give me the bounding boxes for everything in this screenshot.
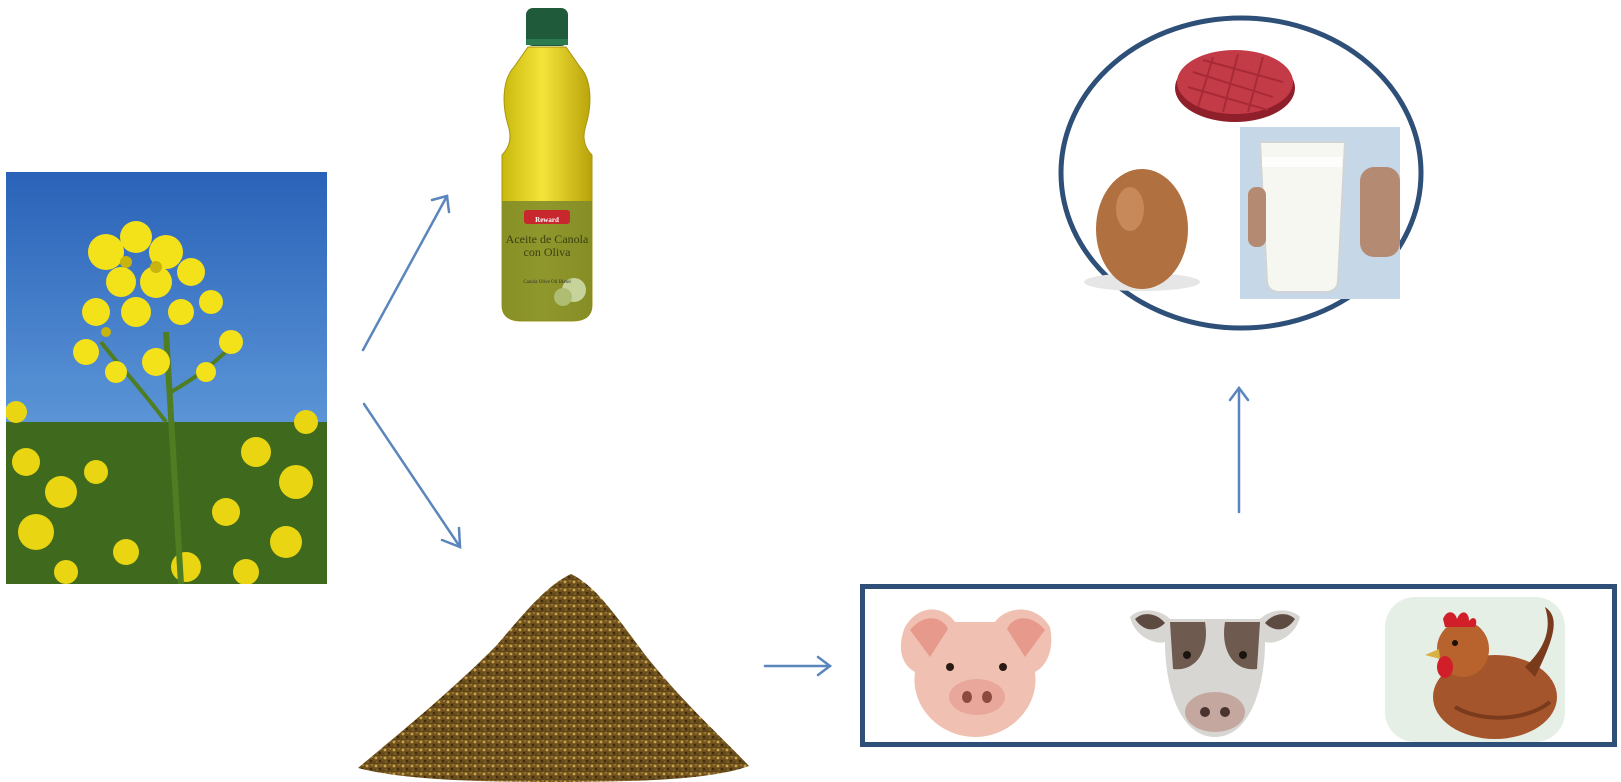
livestock-box — [860, 584, 1617, 747]
arrow-meal-to-livestock — [765, 657, 830, 675]
cow-icon — [1125, 597, 1305, 742]
canola-field-image — [6, 172, 327, 584]
animal-products-circle — [1057, 14, 1425, 332]
canola-meal-pile-image — [356, 556, 751, 782]
pig-icon — [885, 597, 1065, 742]
canola-oil-bottle-image: Reward Aceite de Canola con Oliva Canola… — [488, 5, 606, 323]
bottle-brand-label: Reward — [488, 216, 606, 224]
chicken-icon — [1385, 597, 1565, 742]
milk-glass-icon — [1240, 127, 1400, 299]
bottle-subtitle: Canola Olive Oil Blend — [488, 280, 606, 285]
arrow-field-to-meal — [364, 404, 460, 547]
bottle-name-line-2: con Oliva — [524, 245, 571, 259]
bottle-name-line-1: Aceite de Canola — [506, 232, 589, 246]
bottle-product-name: Aceite de Canola con Oliva — [488, 233, 606, 259]
egg-icon — [1082, 154, 1202, 294]
arrow-field-to-oil — [363, 196, 449, 350]
meat-patty-icon — [1173, 42, 1297, 124]
arrow-livestock-to-products — [1230, 388, 1248, 512]
